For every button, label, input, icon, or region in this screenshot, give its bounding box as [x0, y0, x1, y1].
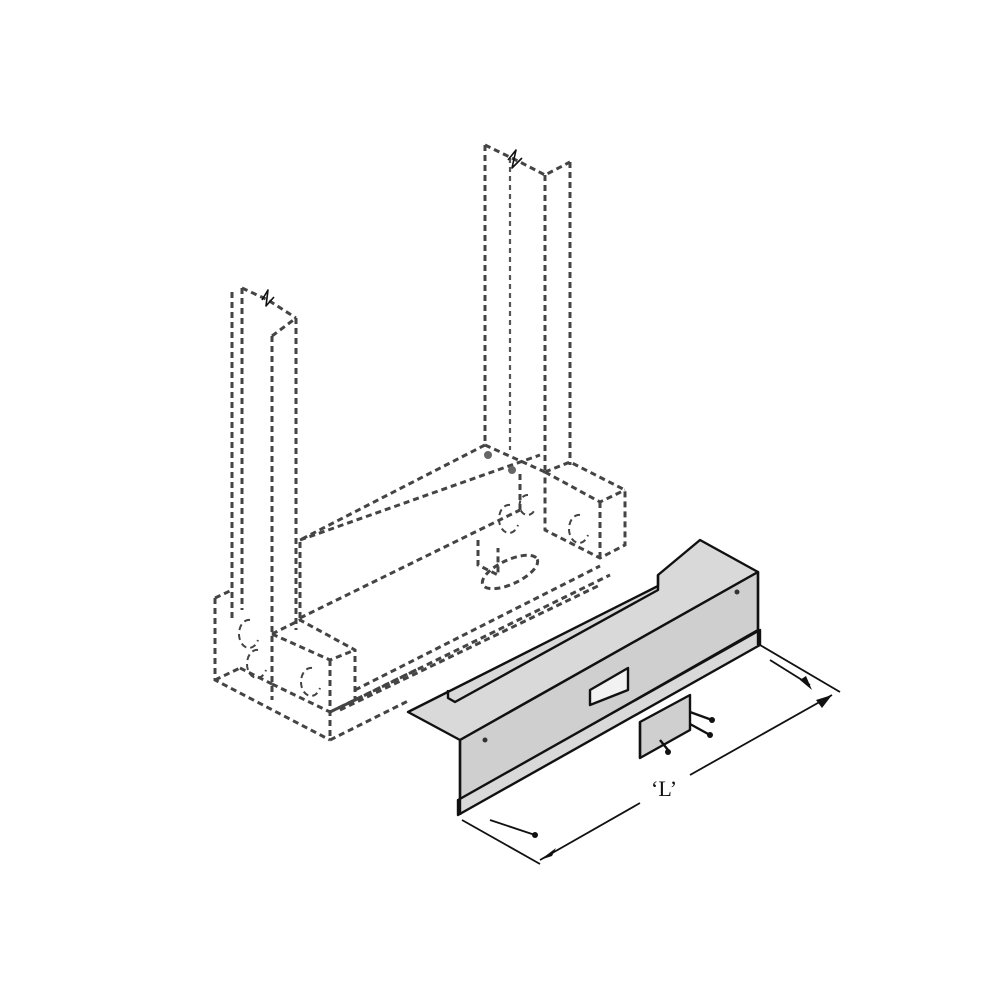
- mounting-bracket: [638, 693, 715, 760]
- dimension-L: [461, 644, 841, 865]
- dimension-label: ‘L’: [651, 776, 678, 801]
- base-cover-panel: [406, 538, 762, 817]
- existing-frame: [213, 143, 627, 742]
